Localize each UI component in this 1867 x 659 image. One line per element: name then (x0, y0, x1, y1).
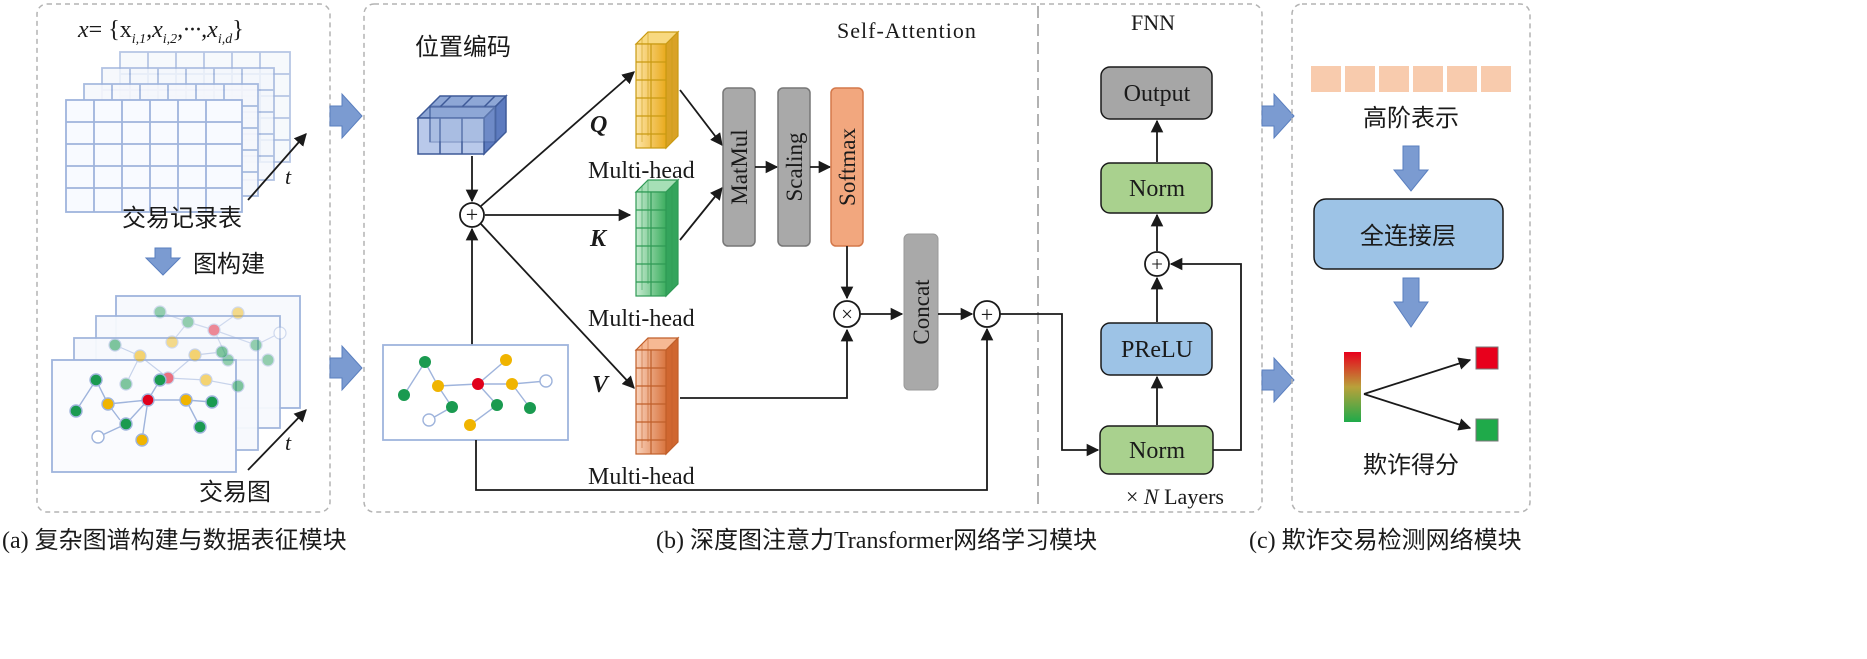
norm-bottom-label: Norm (1129, 438, 1185, 464)
high-order-label: 高阶表示 (1363, 105, 1459, 132)
fraud-score-gradient-bar (1344, 352, 1361, 422)
panel-c-caption: (c) 欺诈交易检测网络模块 (1249, 527, 1522, 554)
v-label: V (592, 372, 610, 398)
transaction-table-stack (65, 51, 291, 213)
normal-indicator (1475, 418, 1499, 442)
pos-encoding-label: 位置编码 (415, 34, 511, 61)
output-box (1100, 66, 1213, 120)
panel-a-caption: (a) 复杂图谱构建与数据表征模块 (2, 527, 347, 554)
graph-front (69, 373, 219, 447)
time-arrow-top (247, 133, 307, 201)
time-label-bottom: t (285, 430, 292, 455)
table-layer (65, 99, 243, 213)
fraud-score-label: 欺诈得分 (1363, 452, 1459, 479)
fc-layer-box (1313, 198, 1504, 270)
softmax-label: Softmax (835, 128, 860, 206)
graph-label: 交易图 (199, 479, 271, 506)
fnn-residual-arrow (1169, 257, 1242, 451)
matmul-label: MatMul (727, 129, 752, 204)
fnn-title: FNN (1131, 10, 1175, 35)
fnn-add-symbol: + (1151, 252, 1163, 276)
add-to-v-arrow (480, 223, 635, 389)
score-to-normal-arrow (1363, 393, 1472, 431)
residual-add-symbol: + (981, 302, 993, 327)
self-attention-label: Self-Attention (837, 18, 977, 43)
scaling-label: Scaling (782, 132, 807, 201)
down-arrow-to-fc (1392, 145, 1430, 192)
fraud-indicator (1475, 346, 1499, 370)
prelu-box (1100, 322, 1213, 376)
high-order-repr-bar (1311, 66, 1511, 92)
multihead-v-label: Multi-head (588, 464, 695, 490)
pos-encoding-cube (416, 94, 508, 156)
concat-label: Concat (909, 279, 934, 345)
fnn-add-node (1144, 251, 1170, 277)
residual-skip-arrow (475, 327, 994, 491)
layers-label: × N Layers (1126, 484, 1224, 509)
panel-b-caption: (b) 深度图注意力Transformer网络学习模块 (656, 527, 1097, 554)
graph-mid-nodes (108, 338, 245, 393)
q-label: Q (590, 112, 607, 138)
mul-symbol: × (841, 302, 853, 326)
panel-a: x= {xi,1,xi,2,···,xi,d} t 交易记录表 (2, 3, 347, 554)
transaction-graph-stack (51, 295, 301, 473)
q-to-matmul-arrow (679, 89, 723, 147)
time-arrow-bottom (247, 409, 307, 471)
panel-b-border (363, 3, 1263, 513)
multihead-k-label: Multi-head (588, 306, 695, 332)
table-label: 交易记录表 (122, 205, 242, 232)
block-arrow-b-to-c-bottom (1261, 356, 1295, 404)
graph-back-nodes (153, 305, 287, 367)
block-arrow-a-to-b-top (329, 92, 363, 140)
k-tensor (634, 178, 680, 298)
panel-a-border (36, 3, 331, 513)
block-arrow-b-to-c-top (1261, 92, 1295, 140)
add-node-pos (459, 202, 485, 228)
panel-b: 位置编码 Self-Attention + (363, 3, 1263, 554)
add-symbol-pos: + (466, 202, 478, 227)
v-tensor (634, 336, 680, 456)
v-to-mul-arrow (680, 328, 854, 399)
time-label-top: t (285, 164, 292, 189)
q-tensor (634, 30, 680, 150)
formula: x= {xi,1,xi,2,···,xi,d} (77, 17, 244, 47)
block-arrow-a-to-b-bottom (329, 344, 363, 392)
panel-c: 高阶表示 全连接层 欺诈得分 (c) 欺诈交易检测网络模块 (1249, 3, 1531, 554)
input-graph (382, 344, 569, 441)
down-arrow-to-score (1393, 277, 1429, 328)
norm-top-box (1100, 162, 1213, 214)
prelu-label: PReLU (1121, 337, 1193, 363)
output-label: Output (1124, 81, 1191, 107)
concat-box (903, 233, 939, 391)
add-to-q-arrow (480, 71, 635, 207)
k-to-matmul-arrow (679, 187, 723, 241)
graph-build-arrow (144, 247, 182, 276)
fc-layer-label: 全连接层 (1360, 223, 1456, 250)
panel-c-border (1291, 3, 1531, 513)
norm-top-label: Norm (1129, 176, 1185, 202)
score-to-fraud-arrow (1363, 357, 1472, 395)
graph-build-label: 图构建 (193, 251, 265, 278)
k-label: K (589, 226, 608, 252)
add-to-norm-arrow (1000, 313, 1100, 457)
